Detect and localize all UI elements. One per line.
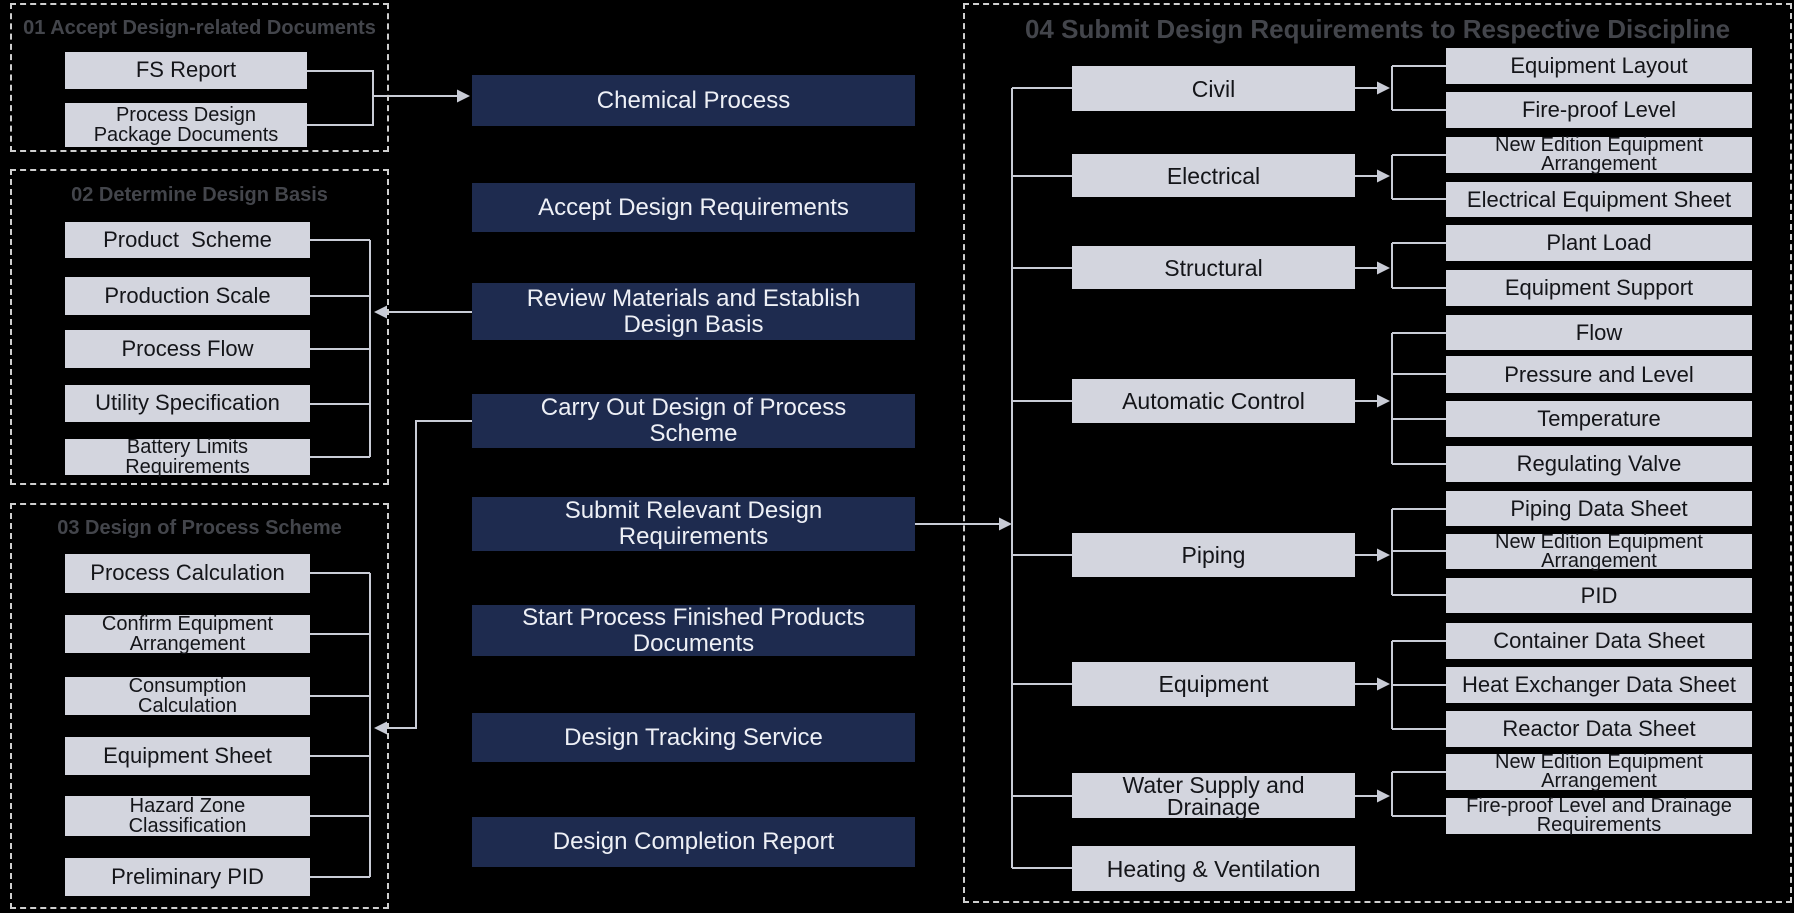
connector-carryout-to-group03: [387, 420, 472, 729]
discipline-civil: Civil: [1072, 66, 1355, 111]
arrowhead-to-discipline-trunk: [999, 517, 1012, 531]
box-consumption-calculation: Consumption Calculation: [65, 676, 310, 716]
flow-box-carry-out-design-of-process-scheme: Carry Out Design of Process Scheme: [472, 394, 915, 448]
arrowhead-piping: [1377, 548, 1390, 562]
output-flow: Flow: [1446, 315, 1752, 350]
connector-discipline-trunk: [1011, 87, 1072, 869]
bracket-structural: [1391, 242, 1446, 289]
group-03-design-of-process-scheme: 03 Design of Process Scheme: [10, 503, 389, 909]
bracket-automatic-control: [1391, 332, 1446, 465]
bracket-water-supply: [1391, 771, 1446, 817]
discipline-electrical: Electrical: [1072, 154, 1355, 197]
discipline-heating-ventilation: Heating & Ventilation: [1072, 846, 1355, 891]
output-electrical-equipment-sheet: Electrical Equipment Sheet: [1446, 182, 1752, 217]
arrowhead-structural: [1377, 261, 1390, 275]
output-heat-exchanger-data-sheet: Heat Exchanger Data Sheet: [1446, 667, 1752, 703]
box-confirm-equipment-arrangement: Confirm Equipment Arrangement: [65, 614, 310, 654]
output-pressure-and-level: Pressure and Level: [1446, 356, 1752, 393]
arrowhead-equipment: [1377, 677, 1390, 691]
output-reactor-data-sheet: Reactor Data Sheet: [1446, 711, 1752, 747]
flow-box-accept-design-requirements: Accept Design Requirements: [472, 183, 915, 232]
output-fire-proof-level: Fire-proof Level: [1446, 92, 1752, 128]
flow-box-start-process-finished-products-documents: Start Process Finished Products Document…: [472, 604, 915, 656]
output-new-edition-equipment-arrangement-electrical: New Edition Equipment Arrangement: [1446, 135, 1752, 174]
output-plant-load: Plant Load: [1446, 225, 1752, 261]
output-new-edition-equipment-arrangement-piping: New Edition Equipment Arrangement: [1446, 532, 1752, 571]
box-equipment-sheet: Equipment Sheet: [65, 737, 310, 775]
output-new-edition-equipment-arrangement-water: New Edition Equipment Arrangement: [1446, 752, 1752, 791]
arrowhead-civil: [1377, 81, 1390, 95]
discipline-structural: Structural: [1072, 246, 1355, 289]
flow-box-design-tracking-service: Design Tracking Service: [472, 713, 915, 762]
box-production-scale: Production Scale: [65, 277, 310, 315]
bracket-civil: [1391, 65, 1446, 111]
output-container-data-sheet: Container Data Sheet: [1446, 623, 1752, 659]
arrowhead-to-group02: [374, 305, 387, 319]
group-04-title: 04 Submit Design Requirements to Respect…: [1024, 14, 1731, 44]
group-03-title: 03 Design of Process Scheme: [57, 517, 342, 539]
flow-box-review-materials-establish-design-basis: Review Materials and Establish Design Ba…: [472, 283, 915, 340]
output-pid: PID: [1446, 578, 1752, 613]
connector-group03-trunk: [310, 572, 371, 878]
box-process-calculation: Process Calculation: [65, 554, 310, 593]
output-equipment-layout: Equipment Layout: [1446, 48, 1752, 84]
box-process-design-package-documents: Process Design Package Documents: [65, 103, 307, 147]
box-product-scheme: Product Scheme: [65, 222, 310, 258]
arrowhead-to-chemical-process: [457, 89, 470, 103]
group-04-submit-design-requirements-to-respective-discipline: 04 Submit Design Requirements to Respect…: [963, 3, 1792, 903]
bracket-equipment: [1391, 640, 1446, 730]
arrowhead-automatic-control: [1377, 394, 1390, 408]
box-hazard-zone-classification: Hazard Zone Classification: [65, 796, 310, 836]
box-utility-specification: Utility Specification: [65, 385, 310, 422]
box-battery-limits-requirements: Battery Limits Requirements: [65, 437, 310, 477]
box-preliminary-pid: Preliminary PID: [65, 858, 310, 896]
connector-group02-trunk: [310, 239, 371, 458]
discipline-piping: Piping: [1072, 533, 1355, 577]
box-process-flow: Process Flow: [65, 330, 310, 368]
flow-box-chemical-process: Chemical Process: [472, 75, 915, 126]
flow-box-submit-relevant-design-requirements: Submit Relevant Design Requirements: [472, 497, 915, 551]
output-fire-proof-level-and-drainage-requirements: Fire-proof Level and Drainage Requiremen…: [1446, 796, 1752, 835]
discipline-automatic-control: Automatic Control: [1072, 379, 1355, 423]
arrowhead-to-group03: [374, 721, 387, 735]
bracket-electrical: [1391, 154, 1446, 200]
box-fs-report: FS Report: [65, 52, 307, 89]
flow-box-design-completion-report: Design Completion Report: [472, 817, 915, 867]
group-01-title: 01 Accept Design-related Documents: [23, 17, 376, 39]
discipline-equipment: Equipment: [1072, 662, 1355, 706]
group-02-title: 02 Determine Design Basis: [71, 184, 328, 206]
output-equipment-support: Equipment Support: [1446, 270, 1752, 306]
output-piping-data-sheet: Piping Data Sheet: [1446, 491, 1752, 526]
group-02-determine-design-basis: 02 Determine Design Basis: [10, 169, 389, 485]
group-01-accept-design-related-documents: 01 Accept Design-related Documents: [10, 3, 389, 152]
arrowhead-electrical: [1377, 169, 1390, 183]
arrowhead-water-supply: [1377, 789, 1390, 803]
output-temperature: Temperature: [1446, 401, 1752, 437]
output-regulating-valve: Regulating Valve: [1446, 446, 1752, 482]
discipline-water-supply-and-drainage: Water Supply and Drainage: [1072, 773, 1355, 818]
bracket-piping: [1391, 508, 1446, 596]
